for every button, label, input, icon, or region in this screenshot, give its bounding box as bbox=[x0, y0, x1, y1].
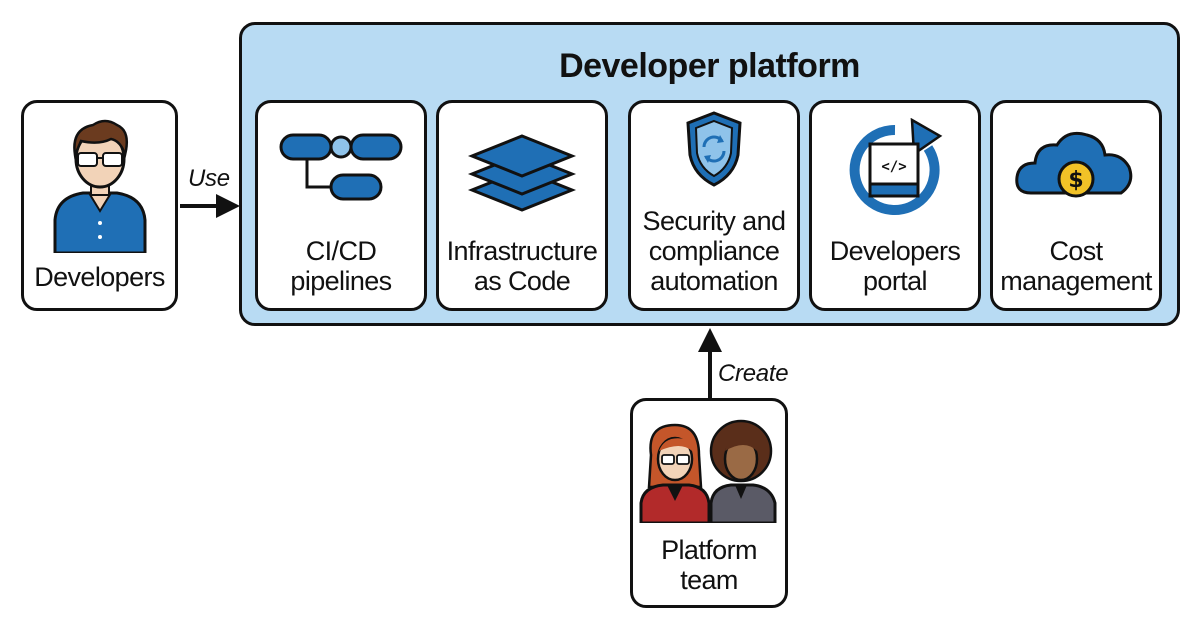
card-security-line2: compliance bbox=[648, 236, 780, 266]
card-security-line1: Security and bbox=[642, 206, 786, 236]
create-label: Create bbox=[718, 360, 789, 387]
card-iac-label: Infrastructure as Code bbox=[439, 236, 605, 296]
card-cost-line1: Cost bbox=[1049, 236, 1103, 266]
platform-team-label: Platform team bbox=[633, 535, 785, 595]
card-cicd-line2: pipelines bbox=[290, 266, 392, 296]
code-portal-icon: </> bbox=[812, 113, 978, 223]
card-cicd: CI/CD pipelines bbox=[255, 100, 427, 311]
card-security-label: Security and compliance automation bbox=[631, 206, 797, 296]
developers-label: Developers bbox=[34, 262, 165, 292]
card-iac-line1: Infrastructure bbox=[446, 236, 598, 266]
card-iac-line2: as Code bbox=[473, 266, 571, 296]
svg-text:</>: </> bbox=[881, 159, 906, 175]
card-iac: Infrastructure as Code bbox=[436, 100, 608, 311]
card-cicd-line1: CI/CD bbox=[305, 236, 377, 266]
platform-team-line2: team bbox=[680, 565, 738, 595]
developer-person-icon bbox=[24, 115, 175, 253]
developers-node: Developers bbox=[21, 100, 178, 311]
card-portal-line1: Developers bbox=[829, 236, 961, 266]
platform-title: Developer platform bbox=[559, 47, 860, 85]
team-people-icon bbox=[633, 415, 785, 523]
card-security-line3: automation bbox=[650, 266, 778, 296]
use-arrow bbox=[180, 194, 240, 218]
card-cost-line2: management bbox=[1000, 266, 1152, 296]
card-cost-label: Cost management bbox=[993, 236, 1159, 296]
layers-icon bbox=[439, 113, 605, 223]
card-portal-line2: portal bbox=[863, 266, 928, 296]
use-label: Use bbox=[188, 165, 230, 192]
platform-team-line1: Platform bbox=[661, 535, 757, 565]
card-portal-label: Developers portal bbox=[812, 236, 978, 296]
pipeline-icon bbox=[258, 113, 424, 223]
svg-text:$: $ bbox=[1068, 168, 1083, 193]
card-security: Security and compliance automation bbox=[628, 100, 800, 311]
card-portal: </> Developers portal bbox=[809, 100, 981, 311]
create-arrow bbox=[698, 328, 722, 398]
cloud-dollar-icon: $ bbox=[993, 113, 1159, 223]
platform-team-node: Platform team bbox=[630, 398, 788, 608]
shield-refresh-icon bbox=[631, 109, 797, 189]
card-cost: $ Cost management bbox=[990, 100, 1162, 311]
card-cicd-label: CI/CD pipelines bbox=[258, 236, 424, 296]
